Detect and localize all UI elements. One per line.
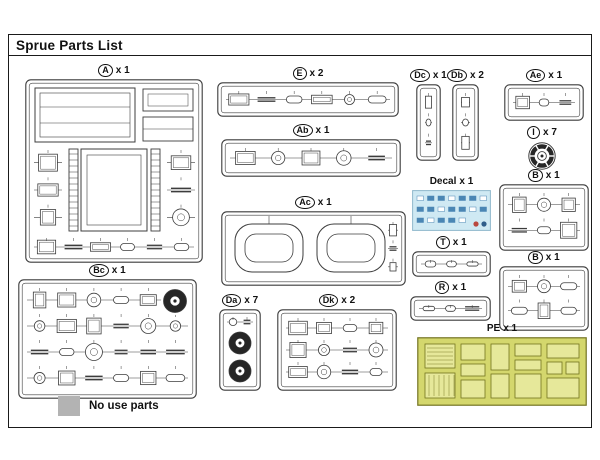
sprue-db-qty: x 2 [470,70,484,81]
sprue-r: R x 1 [410,281,491,321]
part-i-label: I x 7 [527,126,557,139]
sprue-b-lower-code: B [528,251,543,264]
sprue-b-upper-qty: x 1 [545,170,560,181]
sprue-dc-qty: x 1 [432,70,447,81]
pe-code: PE [486,322,501,334]
sprue-b-upper-label: B x 1 [528,169,560,182]
sprue-bc: Bc x 1 [18,264,197,399]
sprue-ae-code: Ae [525,69,546,82]
sprue-t-illustration [412,251,491,277]
sprue-b-upper-code: B [528,169,543,182]
pe-label: PE x 1 [487,322,517,335]
decal-code: Decal [429,175,457,187]
sprue-dc-code: Dc [410,69,430,82]
sprue-bc-qty: x 1 [111,265,126,276]
sprue-da-label: Da x 7 [221,294,259,307]
sprue-e: E x 2 [217,67,399,117]
page-title: Sprue Parts List [16,38,123,53]
sprue-db-code: Db [447,69,468,82]
sprue-t-label: T x 1 [436,236,467,249]
sprue-dk: Dk x 2 [277,294,397,391]
pe-qty: x 1 [503,323,518,334]
sprue-dc: Dc x 1 [410,69,447,161]
sprue-da-illustration [219,309,261,391]
sprue-e-label: E x 2 [292,67,324,80]
part-i-wheel: I x 7 [527,126,557,171]
sprue-dc-illustration [416,84,441,161]
decal-qty: x 1 [459,176,474,187]
no-use-parts-legend: No use parts [58,396,159,416]
sprue-a-code: A [98,64,113,77]
sprue-r-illustration [410,296,491,321]
part-i-illustration [528,142,556,170]
sprue-r-code: R [434,281,450,294]
sprue-a-illustration [25,79,203,263]
pe-fret: PE x 1 [417,322,587,406]
sprue-ae: Ae x 1 [504,69,584,121]
sprue-bc-illustration [18,279,197,399]
sprue-dk-illustration [277,309,397,391]
sprue-r-label: R x 1 [434,281,467,294]
sprue-ac-qty: x 1 [317,197,332,208]
sprue-ab-code: Ab [292,124,313,137]
part-i-code: I [527,126,541,139]
no-use-swatch [58,396,80,416]
part-i-qty: x 7 [543,127,557,138]
sprue-db-illustration [452,84,479,161]
sprue-db: Db x 2 [447,69,484,161]
sprue-dk-label: Dk x 2 [318,294,356,307]
decal-sheet: Decal x 1 [412,175,491,231]
sprue-dc-label: Dc x 1 [410,69,447,82]
sprue-da: Da x 7 [219,294,261,391]
sprue-ab-qty: x 1 [315,125,330,136]
sprue-a: A x 1 [25,64,203,263]
sprue-ab-label: Ab x 1 [292,124,330,137]
sprue-b-lower: B x 1 [499,251,589,331]
sprue-b-upper: B x 1 [499,169,589,251]
pe-illustration [417,337,587,406]
sprue-ab-illustration [221,139,401,177]
sprue-ac-label: Ac x 1 [295,196,332,209]
sprue-a-qty: x 1 [115,65,130,76]
sprue-e-qty: x 2 [309,68,324,79]
sprue-da-code: Da [221,294,242,307]
sprue-bc-label: Bc x 1 [89,264,126,277]
sprue-t-qty: x 1 [452,237,467,248]
no-use-label: No use parts [89,400,159,412]
sprue-ac-code: Ac [295,196,315,209]
title-divider [8,55,592,56]
sprue-da-qty: x 7 [244,295,259,306]
sprue-b-lower-qty: x 1 [545,252,560,263]
sprue-r-qty: x 1 [452,282,467,293]
sprue-b-lower-illustration [499,266,589,331]
sprue-b-lower-label: B x 1 [528,251,560,264]
sprue-ae-label: Ae x 1 [525,69,563,82]
sprue-dk-code: Dk [318,294,339,307]
sprue-a-label: A x 1 [98,64,130,77]
sprue-b-upper-illustration [499,184,589,251]
sprue-e-code: E [292,67,307,80]
sprue-ab: Ab x 1 [221,124,401,177]
sprue-ae-qty: x 1 [548,70,563,81]
sprue-db-label: Db x 2 [447,69,484,82]
sprue-e-illustration [217,82,399,117]
sprue-bc-code: Bc [89,264,109,277]
sprue-dk-qty: x 2 [341,295,356,306]
sprue-ac-illustration [221,211,406,286]
sprue-t-code: T [436,236,450,249]
sprue-ae-illustration [504,84,584,121]
decal-illustration [412,190,491,231]
sprue-ac: Ac x 1 [221,196,406,286]
decal-label: Decal x 1 [430,175,474,188]
sprue-t: T x 1 [412,236,491,277]
